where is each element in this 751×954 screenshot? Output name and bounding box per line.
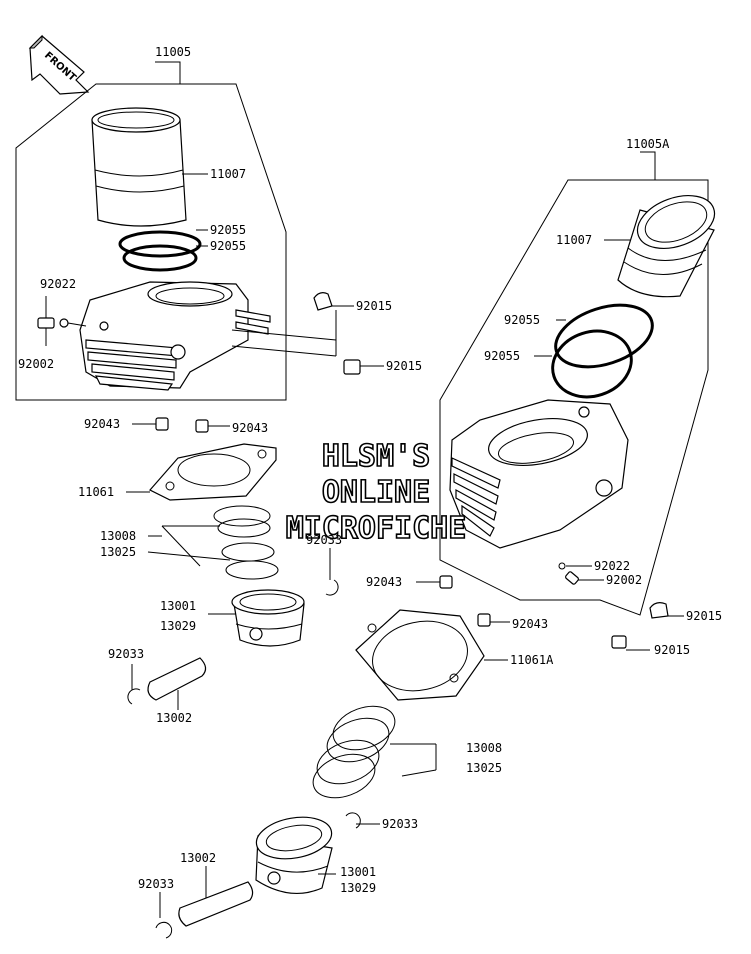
label-92055-b2: 92055 [484, 349, 520, 363]
label-13008-b: 13008 [466, 741, 502, 755]
dowel-92043-b [416, 575, 510, 627]
label-92002-b: 92002 [606, 573, 642, 587]
part-labels: 11005 11005A 11007 11007 92055 92055 920… [18, 45, 722, 895]
label-92022-a: 92022 [40, 277, 76, 291]
o-ring-92055-b [534, 303, 654, 399]
label-92022-b: 92022 [594, 559, 630, 573]
label-13025-a: 13025 [100, 545, 136, 559]
label-92015-a1: 92015 [356, 299, 392, 313]
circlip-92033-a1 [325, 548, 339, 596]
piston-pin-13002-b [178, 866, 254, 927]
cap-nut-92015-a2 [343, 359, 384, 375]
label-92002-a: 92002 [18, 357, 54, 371]
label-92033-b2: 92033 [138, 877, 174, 891]
label-92015-b1: 92015 [686, 609, 722, 623]
label-92015-a2: 92015 [386, 359, 422, 373]
cylinder-block-a [79, 281, 337, 391]
label-13025-b: 13025 [466, 761, 502, 775]
front-arrow-icon: FRONT [28, 34, 90, 95]
label-92055-a2: 92055 [210, 239, 246, 253]
piston-13001-a [208, 589, 305, 647]
cap-nut-92015-a1 [313, 292, 354, 311]
gasket-11061a [355, 609, 508, 701]
label-92043-a2: 92043 [232, 421, 268, 435]
watermark-line-1: HLSM'S [322, 439, 430, 474]
label-13001-a: 13001 [160, 599, 196, 613]
group-frame-11005 [15, 61, 287, 401]
o-ring-92055-a [118, 229, 208, 272]
label-13029-b: 13029 [340, 881, 376, 895]
circlip-92033-a2 [127, 664, 141, 705]
label-92043-b1: 92043 [366, 575, 402, 589]
label-11005a: 11005A [626, 137, 670, 151]
label-92055-a1: 92055 [210, 223, 246, 237]
label-92033-a1: 92033 [306, 533, 342, 547]
label-13008-a: 13008 [100, 529, 136, 543]
gasket-11061 [126, 443, 277, 501]
label-92015-b2: 92015 [654, 643, 690, 657]
label-92043-a1: 92043 [84, 417, 120, 431]
label-13001-b: 13001 [340, 865, 376, 879]
circlip-92033-b2 [155, 892, 173, 939]
cylinder-sleeve-11007-b [604, 195, 716, 298]
bolt-92002-a [37, 296, 87, 346]
piston-13001-b [255, 816, 336, 894]
label-92033-b1: 92033 [382, 817, 418, 831]
cylinder-sleeve-11007-a [91, 107, 208, 227]
label-13002-b: 13002 [180, 851, 216, 865]
label-11061: 11061 [78, 485, 114, 499]
label-11007-a: 11007 [210, 167, 246, 181]
label-11005: 11005 [155, 45, 191, 59]
label-13029-a: 13029 [160, 619, 196, 633]
watermark-line-3: MICROFICHE [286, 511, 467, 546]
group-frame-11005a [439, 151, 709, 616]
label-92043-b2: 92043 [512, 617, 548, 631]
label-92055-b1: 92055 [504, 313, 540, 327]
watermark-line-2: ONLINE [322, 475, 430, 510]
dowel-92043-a [132, 417, 230, 433]
label-92033-a2: 92033 [108, 647, 144, 661]
circlip-92033-b1 [345, 812, 380, 829]
watermark: HLSM'S ONLINE MICROFICHE [285, 438, 467, 547]
label-11007-b: 11007 [556, 233, 592, 247]
label-13002-a: 13002 [156, 711, 192, 725]
piston-pin-13002-a [147, 657, 207, 710]
cap-nut-92015-b2 [611, 635, 650, 651]
piston-rings-13008-a [147, 505, 279, 580]
bolt-92002-b [558, 562, 604, 585]
label-11061a: 11061A [510, 653, 554, 667]
piston-rings-13008-b [312, 705, 437, 799]
cap-nut-92015-b1 [649, 602, 684, 619]
cylinder-block-b [449, 399, 629, 549]
